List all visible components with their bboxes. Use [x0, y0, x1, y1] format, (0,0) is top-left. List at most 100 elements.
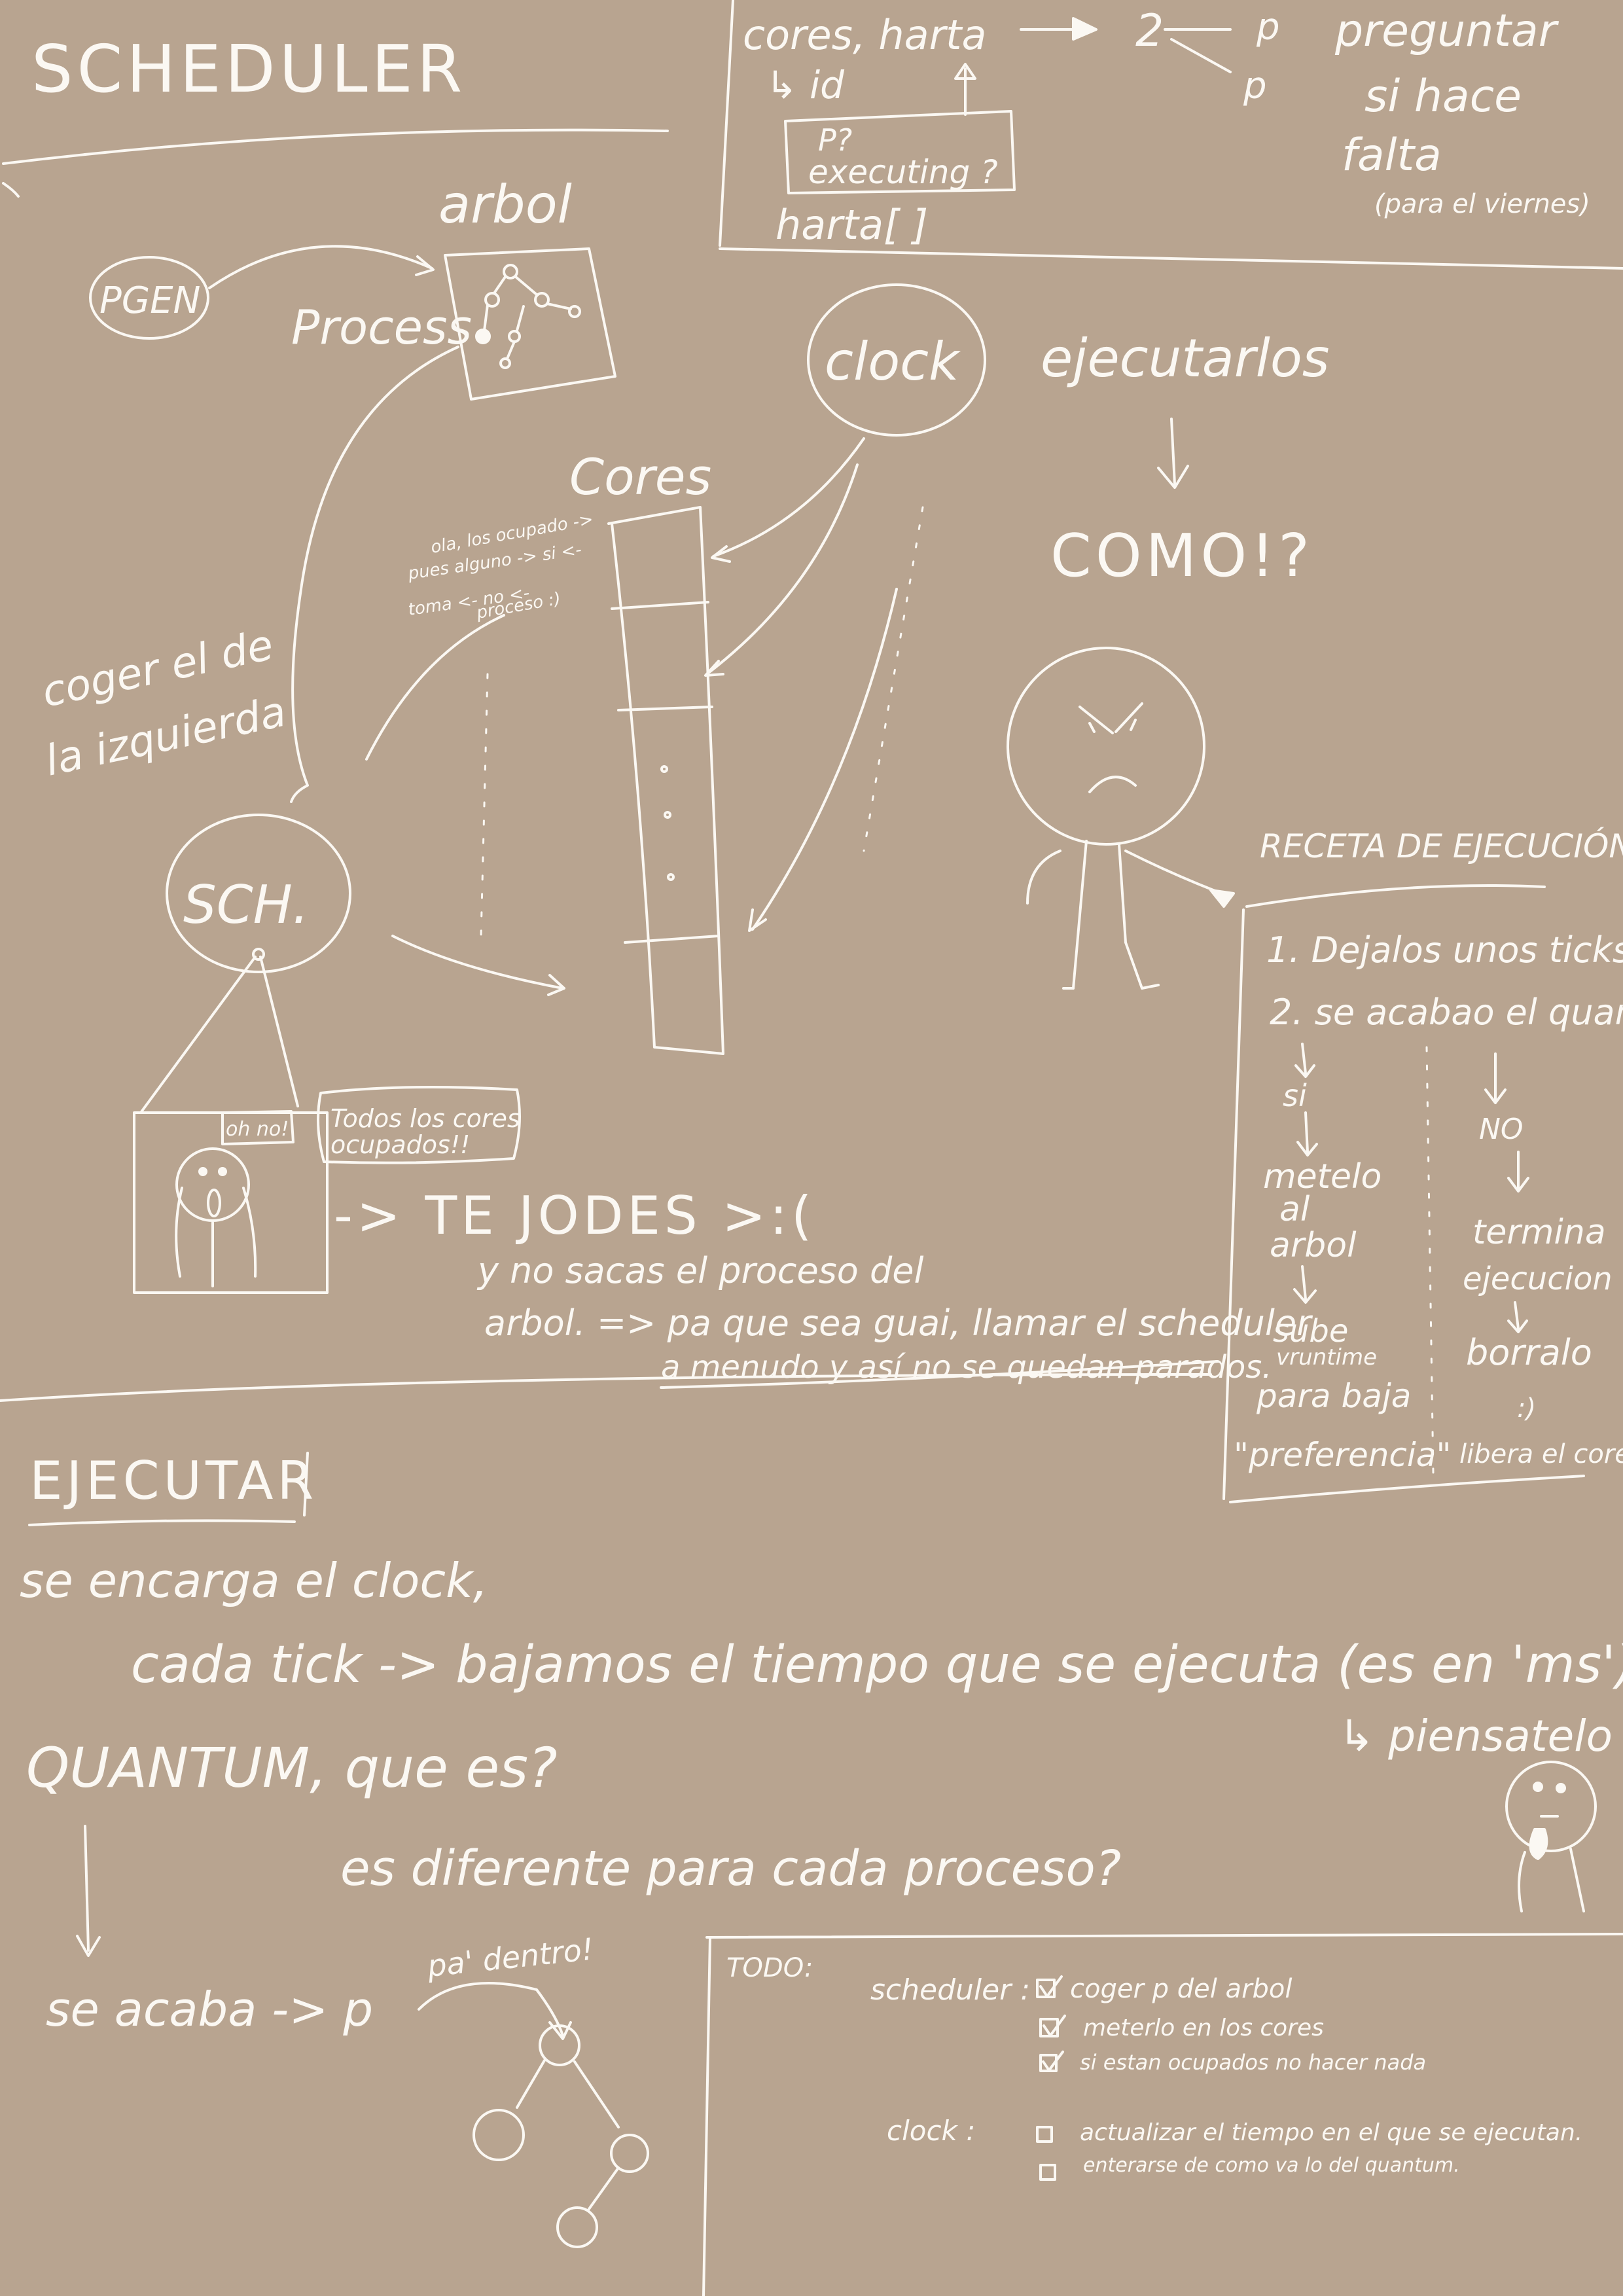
- receta-si-arrow: [1301, 1043, 1307, 1075]
- sch-cone-left: [139, 956, 257, 1114]
- small-tree-edge: [516, 2059, 546, 2109]
- diferente-label: es diferente para cada proceso?: [340, 1840, 1121, 1897]
- small-tree-node: [610, 2134, 649, 2173]
- se-acaba-label: se acaba -> p: [46, 1982, 373, 2037]
- clock-to-cores-arrowhead: [711, 545, 731, 563]
- tree-icon-edge: [493, 276, 507, 295]
- receta-no-branch-4: libera el core: [1459, 1439, 1623, 1469]
- como-label: COMO!?: [1050, 522, 1313, 590]
- p1-label: p: [1256, 6, 1280, 48]
- cores-slot-divider: [611, 601, 709, 610]
- thinking-face-head: [1505, 1761, 1597, 1852]
- no-sacas-underline: [660, 1360, 1219, 1389]
- clock-to-cores-arrow: [712, 437, 865, 558]
- cores-label: Cores: [569, 448, 711, 506]
- pgen-bubble: [89, 256, 209, 340]
- quantum-label: QUANTUM, que es?: [26, 1736, 558, 1800]
- oh-no-bubble: [221, 1110, 294, 1145]
- clock-to-cores-arrow-2: [705, 463, 859, 675]
- receta-si-arrow-3: [1301, 1265, 1307, 1300]
- receta-no-branch-1: ejecucion: [1463, 1261, 1613, 1297]
- receta-no-label: NO: [1479, 1113, 1524, 1146]
- todo-box-left: [702, 1936, 711, 2296]
- angry-leg: [1124, 941, 1143, 990]
- receta-step1: 1. Dejalos unos ticks: [1266, 929, 1623, 971]
- tree-icon-edge: [483, 304, 489, 332]
- receta-si-branch-4: vruntime: [1276, 1344, 1377, 1371]
- thinking-face-body: [1569, 1848, 1585, 1912]
- receta-no-branch-0: termina: [1472, 1213, 1606, 1252]
- todos-label-line1: Todos los cores: [330, 1104, 520, 1133]
- clock-label: clock: [825, 331, 961, 392]
- pa-dentro-arrow: [418, 1982, 564, 2037]
- todo-checkmark: [1043, 2015, 1066, 2037]
- angry-arm-left: [1026, 850, 1061, 905]
- title-underline: [2, 128, 669, 165]
- receta-no-arrowhead-3: [1507, 1319, 1528, 1333]
- receta-no-arrowhead: [1484, 1088, 1507, 1104]
- todo-clock-item-1: actualizar el tiempo en el que se ejecut…: [1080, 2119, 1582, 2146]
- receta-no-arrowhead-2: [1507, 1177, 1529, 1193]
- two-label: 2: [1135, 5, 1164, 57]
- tree-icon-edge: [506, 340, 516, 360]
- todo-checkmark: [1039, 1975, 1063, 1998]
- receta-step2: 2. se acabao el quantum?: [1270, 992, 1623, 1033]
- receta-si-label: si: [1283, 1078, 1307, 1113]
- clock-to-cores-arrow-3: [751, 588, 898, 931]
- todo-checkbox[interactable]: [1039, 2164, 1056, 2181]
- thinking-face-eye: [1533, 1782, 1543, 1792]
- pgen-label: PGEN: [99, 279, 200, 322]
- quantum-down-arrowhead: [76, 1935, 101, 1957]
- angry-face-eye: [1088, 722, 1096, 733]
- angry-face-head: [1007, 647, 1205, 846]
- no-sacas-line1: y no sacas el proceso del: [476, 1250, 924, 1291]
- receta-si-arrowhead-2: [1296, 1141, 1318, 1157]
- tree-icon-edge: [514, 276, 538, 296]
- ejecutar-title-cursor: [303, 1452, 309, 1516]
- scheduler-title: SCHEDULER: [31, 31, 466, 107]
- angry-face-brow-left: [1079, 706, 1114, 734]
- receta-box-left: [1222, 908, 1245, 1500]
- receta-box-bottom: [1229, 1475, 1585, 1503]
- todos-label-line2: ocupados!!: [330, 1130, 470, 1159]
- sch-to-cores-arrowhead: [547, 974, 565, 996]
- harta-arrowhead: [1072, 17, 1097, 41]
- sch-label: SCH.: [183, 874, 309, 935]
- tree-icon-root: [503, 264, 518, 279]
- tree-icon-edge: [516, 305, 525, 332]
- preguntar-line-4: (para el viernes): [1374, 189, 1590, 219]
- corner-tick: [2, 182, 20, 198]
- ejecutarlos-arrow: [1170, 418, 1176, 486]
- dialog-dashed-line: [480, 673, 489, 937]
- p2-label: p: [1243, 65, 1267, 107]
- scared-face-head: [175, 1147, 250, 1222]
- tree-card: [444, 247, 616, 401]
- small-tree-node: [473, 2109, 525, 2161]
- todo-checkbox[interactable]: [1036, 2126, 1053, 2143]
- pgen-arrowhead: [415, 255, 435, 276]
- todo-scheduler-item-3: si estan ocupados no hacer nada: [1080, 2050, 1426, 2075]
- receta-no-branch-3: :): [1517, 1393, 1536, 1424]
- executing-box: [784, 110, 1016, 194]
- angry-foot: [1141, 984, 1160, 990]
- todo-box-top: [705, 1933, 1623, 1939]
- small-tree-root: [539, 2024, 580, 2066]
- ejecutar-line1: se encarga el clock,: [20, 1553, 488, 1608]
- section-divider: [0, 1373, 1212, 1402]
- angry-body: [1072, 840, 1088, 990]
- pgen-arrow: [208, 245, 433, 289]
- cores-dot: [664, 811, 671, 819]
- top-right-box-bottom: [719, 247, 1623, 270]
- cores-column-outline: [607, 506, 724, 1055]
- tree-icon-node: [508, 330, 521, 343]
- receta-si-arrow-2: [1304, 1111, 1309, 1153]
- receta-si-branch-0: metelo: [1263, 1157, 1382, 1196]
- receta-no-arrow-3: [1514, 1301, 1520, 1330]
- receta-si-branch-3: sube: [1273, 1313, 1348, 1350]
- cores-slot-divider: [617, 706, 713, 711]
- receta-no-branch-2: borralo: [1466, 1332, 1592, 1373]
- no-sacas-line3: a menudo y así no se quedan parados.: [661, 1349, 1272, 1386]
- tree-icon-node: [499, 357, 511, 369]
- thinking-face-arm: [1518, 1851, 1526, 1912]
- sch-to-cores-arrow: [391, 935, 564, 990]
